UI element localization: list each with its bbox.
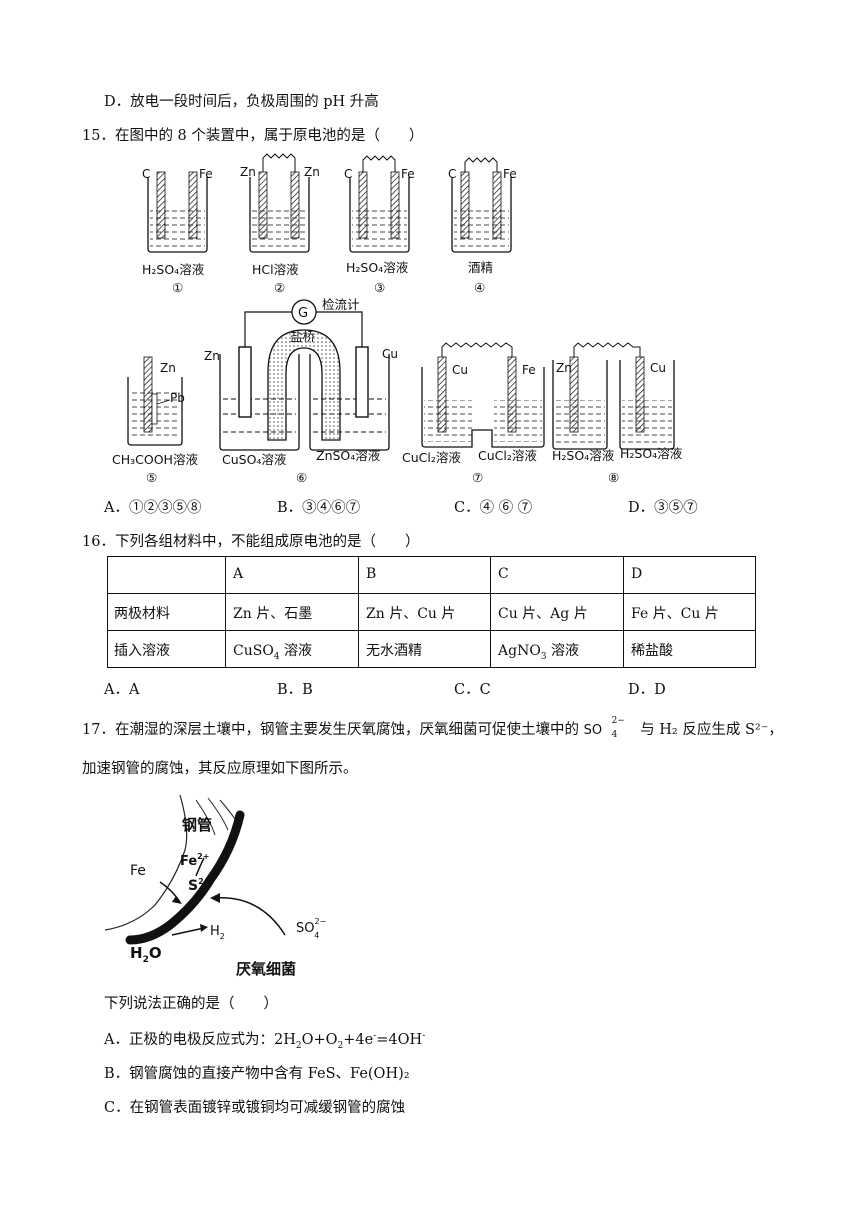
q17-figure: 钢管 Fe2+ S2- Fe H2O H2 SO2−4 厌氧细菌: [104, 794, 326, 978]
electrode-label: Cu: [650, 361, 666, 375]
device-number: ⑧: [608, 470, 619, 485]
device-8: Zn Cu H₂SO₄溶液 H₂SO₄溶液 ⑧: [552, 342, 683, 485]
fe-label: Fe: [130, 863, 146, 879]
solution-label: CH₃COOH溶液: [112, 452, 198, 467]
meter-g: G: [298, 306, 308, 321]
solution-label: H₂SO₄溶液: [142, 262, 205, 277]
q16-table: A B C D 两极材料 Zn 片、石墨 Zn 片、Cu 片 Cu 片、Ag 片…: [107, 556, 756, 668]
solution-label: CuSO₄溶液: [222, 452, 287, 467]
q16-option-b[interactable]: B．B: [277, 682, 313, 698]
q16-option-d[interactable]: D．D: [628, 682, 666, 698]
electrode-label: Zn: [240, 165, 256, 179]
svg-text:H2: H2: [210, 924, 225, 941]
q14-option-d: D．放电一段时间后，负极周围的 pH 升高: [104, 94, 379, 110]
device-6: G 检流计 盐桥 Zn Cu CuSO₄溶液 ZnSO₄溶液 ⑥: [204, 297, 398, 485]
device-number: ⑤: [146, 470, 157, 485]
bacteria-label: 厌氧细菌: [236, 960, 296, 978]
device-5: Zn Pb CH₃COOH溶液 ⑤: [112, 356, 198, 485]
table-header-c: C: [498, 566, 509, 582]
q15-figure: C Fe H₂SO₄溶液 ① Zn Zn HCl溶液 ② C Fe H₂SO₄溶…: [112, 153, 683, 485]
device-number: ⑥: [296, 470, 307, 485]
electrode-label: Fe: [503, 167, 517, 181]
device-number: ④: [474, 280, 485, 295]
electrode-label: Pb: [170, 391, 185, 405]
electrode-label: C: [142, 167, 150, 181]
device-4: C Fe 酒精 ④: [448, 157, 517, 295]
solution-label: HCl溶液: [252, 262, 299, 277]
solution-label-2: CuCl₂溶液: [478, 448, 537, 463]
table-cell: Zn 片、Cu 片: [366, 606, 456, 622]
electrode-label: Zn: [204, 349, 220, 363]
q17-stem-post: 与 H₂ 反应生成 S²⁻，: [640, 722, 783, 738]
svg-text:H2O: H2O: [130, 944, 162, 965]
q15-stem: 15．在图中的 8 个装置中，属于原电池的是（ ）: [82, 128, 424, 144]
q15-option-c[interactable]: C．④ ⑥ ⑦: [454, 500, 533, 516]
solution-label: CuCl₂溶液: [402, 450, 461, 465]
electrode-label: Zn: [556, 361, 572, 375]
device-number: ①: [172, 280, 183, 295]
electrode-label: Fe: [401, 167, 415, 181]
table-cell: Zn 片、石墨: [233, 606, 313, 622]
q15-option-a[interactable]: A．①②③⑤⑧: [104, 500, 202, 516]
device-2: Zn Zn HCl溶液 ②: [240, 153, 320, 295]
q17-stem-pre: 17．在潮湿的深层土壤中，钢管主要发生厌氧腐蚀，厌氧细菌可促使土壤中的: [82, 722, 579, 738]
q17-option-b[interactable]: B．钢管腐蚀的直接产物中含有 FeS、Fe(OH)₂: [104, 1066, 410, 1082]
svg-text:SO2−4: SO2−4: [296, 917, 326, 940]
q15-option-b[interactable]: B．③④⑥⑦: [277, 500, 361, 516]
device-number: ⑦: [472, 470, 483, 485]
device-1: C Fe H₂SO₄溶液 ①: [142, 167, 213, 295]
device-number: ②: [274, 280, 285, 295]
device-number: ③: [374, 280, 385, 295]
electrode-label: Fe: [199, 167, 213, 181]
solution-label-2: ZnSO₄溶液: [316, 448, 381, 463]
solution-label: 酒精: [468, 260, 493, 275]
table-cell: AgNO3 溶液: [498, 643, 579, 662]
solution-label: H₂SO₄溶液: [552, 448, 615, 463]
q17-option-c[interactable]: C．在钢管表面镀锌或镀铜均可减缓钢管的腐蚀: [104, 1100, 406, 1116]
electrode-label: C: [344, 167, 352, 181]
table-cell: 稀盐酸: [631, 643, 673, 659]
table-row-label: 插入溶液: [114, 643, 170, 659]
q16-option-c[interactable]: C．C: [454, 682, 491, 698]
table-cell: Cu 片、Ag 片: [498, 606, 588, 622]
table-header-b: B: [366, 566, 377, 582]
electrode-label: C: [448, 167, 456, 181]
device-3: C Fe H₂SO₄溶液 ③: [344, 155, 415, 295]
solution-label: H₂SO₄溶液: [346, 260, 409, 275]
table-cell: CuSO4 溶液: [233, 643, 312, 662]
q17-stem-line2: 加速钢管的腐蚀，其反应原理如下图所示。: [82, 761, 358, 777]
q16-stem: 16．下列各组材料中，不能组成原电池的是（ ）: [82, 534, 420, 550]
electrode-label: Zn: [160, 361, 176, 375]
q15-option-d[interactable]: D．③⑤⑦: [628, 500, 698, 516]
q17-question: 下列说法正确的是（ ）: [104, 996, 278, 1012]
q16-option-a[interactable]: A．A: [104, 682, 140, 698]
electrode-label: Zn: [304, 165, 320, 179]
solution-label-2: H₂SO₄溶液: [620, 446, 683, 461]
table-row-label: 两极材料: [114, 606, 170, 622]
pipe-label: 钢管: [182, 816, 212, 834]
q17-option-a[interactable]: A．正极的电极反应式为：2H2O+O2+4e-=4OH-: [104, 1031, 426, 1051]
table-cell: 无水酒精: [366, 643, 422, 659]
table-header-d: D: [631, 566, 643, 582]
electrode-label: Cu: [452, 363, 468, 377]
table-cell: Fe 片、Cu 片: [631, 606, 719, 622]
device-7: Cu Fe CuCl₂溶液 CuCl₂溶液 ⑦: [402, 342, 545, 485]
electrode-label: Fe: [522, 363, 536, 377]
table-header-a: A: [233, 566, 244, 582]
meter-label: 检流计: [322, 297, 360, 312]
svg-text:Fe2+: Fe2+: [180, 852, 209, 869]
electrode-label: Cu: [382, 347, 398, 361]
